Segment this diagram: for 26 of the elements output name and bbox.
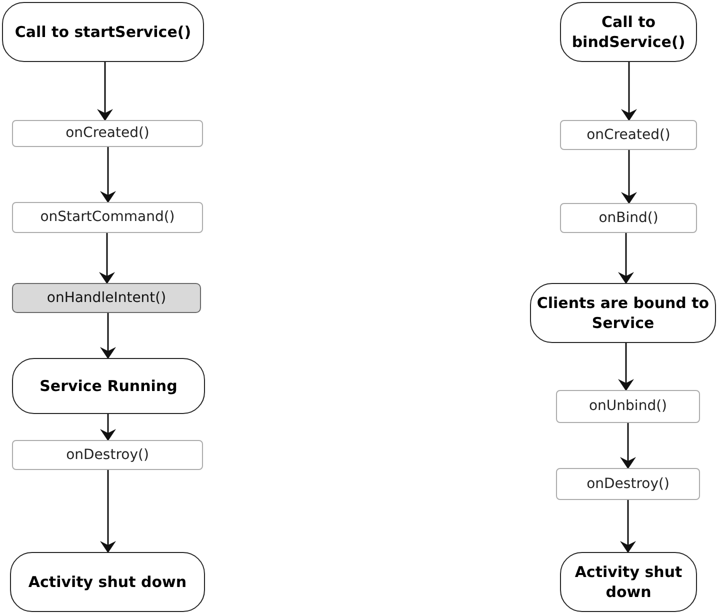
arrow (100, 414, 116, 441)
arrow (100, 470, 116, 553)
process-box: onCreated() (560, 120, 697, 150)
arrow (620, 500, 636, 553)
arrow (100, 313, 116, 359)
process-box: onBind() (560, 203, 697, 233)
process-box: onDestroy() (12, 440, 203, 470)
terminal-box: Call to startService() (2, 2, 204, 62)
terminal-box: Service Running (12, 358, 205, 414)
terminal-box: Call to bindService() (560, 2, 697, 62)
arrow (97, 62, 113, 121)
process-box: onStartCommand() (12, 202, 203, 233)
arrow (99, 233, 115, 284)
process-box: onDestroy() (556, 468, 700, 500)
process-box: onUnbind() (556, 390, 700, 423)
arrow (620, 423, 636, 469)
terminal-box: Clients are bound to Service (530, 283, 716, 343)
arrow (621, 150, 637, 204)
terminal-box: Activity shut down (560, 552, 697, 612)
arrow (621, 62, 637, 121)
process-box: onHandleIntent() (12, 283, 201, 313)
process-box: onCreated() (12, 120, 203, 147)
arrow (618, 233, 634, 284)
arrow (618, 343, 634, 391)
arrow (100, 147, 116, 203)
terminal-box: Activity shut down (10, 552, 205, 612)
